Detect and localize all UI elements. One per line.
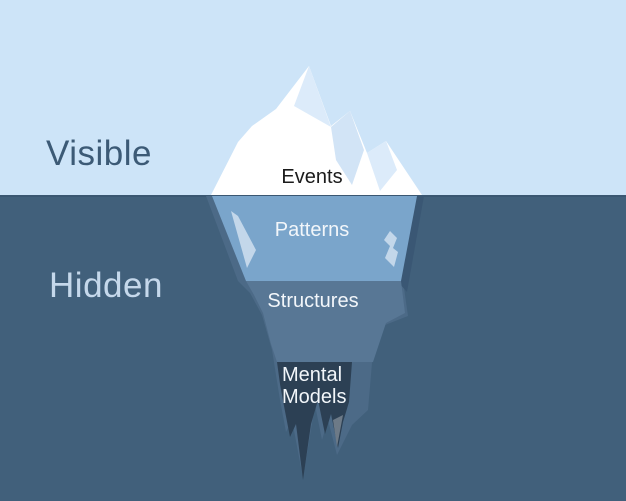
ice-facet-right — [367, 141, 397, 191]
level-label-events: Events — [281, 166, 343, 188]
gray-facet — [333, 415, 343, 447]
level-label-mental-models: Mental Models — [282, 364, 347, 408]
structures-band-shape — [246, 281, 405, 362]
visible-zone-label: Visible — [46, 134, 152, 173]
patterns-band-shape — [212, 196, 417, 281]
edge-shadow-facet — [399, 196, 424, 292]
ice-facet-mid — [331, 111, 364, 185]
ice-facet-apex — [294, 66, 331, 127]
level-label-structures: Structures — [267, 290, 359, 312]
iceberg-tip-shape — [211, 66, 422, 195]
ice-shard-right — [384, 231, 398, 267]
mental-models-block-shape — [277, 362, 352, 480]
level-label-patterns: Patterns — [274, 219, 350, 241]
ice-shard-left — [231, 211, 256, 268]
hidden-zone-label: Hidden — [49, 266, 163, 305]
